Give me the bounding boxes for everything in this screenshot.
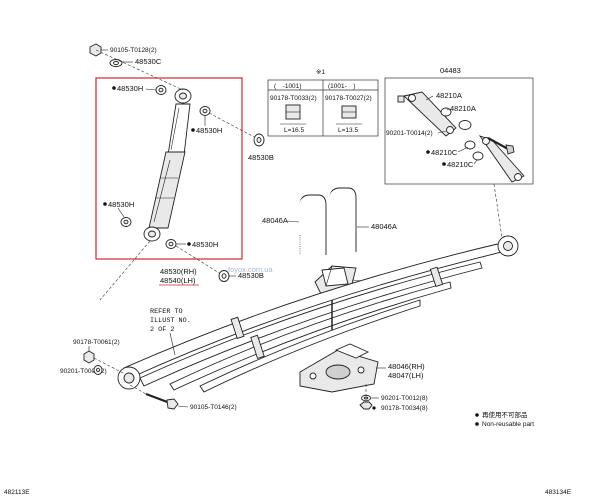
shackle-bushing-lower[interactable] [464, 140, 484, 161]
label-plate-rh: 48046(RH) [388, 362, 425, 371]
shackle-bushing-upper[interactable] [440, 107, 472, 130]
footer-left-code: 482113E [4, 489, 30, 496]
label-nut-a: 90178-T0061(2) [73, 339, 120, 346]
label-bushing-lower-left: 48530H [108, 200, 134, 209]
refer-line-1: REFER TO [150, 308, 183, 316]
bushing-upper-right[interactable] [199, 106, 211, 116]
label-washer-c: 90201-T0012(8) [381, 395, 428, 402]
non-reusable-dot [112, 86, 116, 90]
bushing-upper-left[interactable] [155, 85, 167, 95]
non-reusable-dot [191, 128, 195, 132]
nut-variant-table [267, 79, 379, 137]
label-nut-c: 90178-T0034(8) [381, 405, 428, 412]
label-bushing-upper-left: 48530H [117, 84, 143, 93]
bushing-lower-right[interactable] [165, 239, 177, 249]
label-shackle-c2: 48210C [447, 160, 474, 169]
non-reusable-dot [103, 202, 107, 206]
u-bolt-right[interactable] [329, 187, 357, 252]
refer-line-2: ILLUST NO. [150, 317, 191, 325]
label-shackle-washer: 90201-T0014(2) [386, 130, 433, 137]
shock-absorber-highlight-box [95, 77, 243, 260]
legend-dot-jp [475, 413, 479, 417]
label-shackle-a1: 48210A [436, 91, 462, 100]
front-washer[interactable] [93, 365, 103, 375]
non-reusable-dot [372, 406, 376, 410]
label-bushing-upper-right: 48530H [196, 126, 222, 135]
bushing-lower-left[interactable] [120, 217, 132, 227]
legend-dot-en [475, 422, 479, 426]
non-reusable-dot [426, 150, 430, 154]
nut-illustration-1 [280, 104, 306, 125]
spring-seat-plate[interactable] [299, 343, 379, 393]
refer-line-3: 2 OF 2 [150, 326, 174, 334]
label-washer-b-upper: 48530B [248, 153, 274, 162]
label-bolt-bottom: 90105-T0146(2) [190, 404, 237, 411]
label-plate-lh: 48047(LH) [388, 371, 424, 380]
label-washer-top: 48530C [135, 57, 162, 66]
shackle-plate-lower[interactable] [478, 135, 525, 183]
table-col2-length: L=13.5 [338, 127, 358, 134]
footer-right-code: 483134E [545, 489, 572, 496]
label-u-bolt-right: 48046A [371, 222, 397, 231]
leaf-spring[interactable] [117, 235, 519, 393]
table-col1-header: ( -1001) [274, 83, 301, 90]
label-shackle-kit: 04483 [440, 66, 461, 75]
label-washer-a: 90201-T0006(2) [60, 368, 107, 375]
nut-illustration-2 [336, 105, 362, 125]
label-shackle-c1: 48210C [431, 148, 458, 157]
shackle-nut[interactable] [397, 95, 405, 103]
shock-absorber[interactable] [143, 88, 192, 242]
label-absorber-rh: 48530(RH) [160, 267, 197, 276]
legend-jp: 再使用不可部品 [482, 410, 528, 419]
top-bolt[interactable] [89, 43, 108, 57]
plate-nut[interactable] [359, 401, 373, 410]
u-bolt-left[interactable] [299, 194, 327, 255]
watermark: toyox.com.ua [228, 265, 273, 274]
table-col1-part: 90178-T0033(2) [270, 95, 317, 102]
table-col1-length: L=16.5 [284, 127, 304, 134]
shackle-plate-upper[interactable] [403, 91, 457, 137]
front-nut[interactable] [83, 350, 95, 364]
shackle-kit-box [384, 77, 534, 185]
table-col2-part: 90178-T0027(2) [325, 95, 372, 102]
plate-washer[interactable] [361, 394, 371, 402]
label-absorber-lh: 48540(LH) [160, 276, 196, 285]
legend-en: Non-reusable part [482, 421, 534, 428]
shackle-bolt[interactable] [487, 137, 515, 155]
non-reusable-dot [187, 242, 191, 246]
front-bolt[interactable] [145, 392, 179, 410]
table-col2-header: (1001- ) [328, 83, 355, 90]
table-marker: ※1 [316, 69, 325, 76]
label-shackle-a2: 48210A [450, 104, 476, 113]
washer-b-upper[interactable] [253, 133, 265, 147]
non-reusable-dot [442, 162, 446, 166]
label-u-bolt-left: 48046A [262, 216, 288, 225]
label-bushing-lower-right: 48530H [192, 240, 218, 249]
label-bolt-top: 90105-T0128(2) [110, 47, 157, 54]
label-washer-b-lower: 48530B [238, 271, 264, 280]
